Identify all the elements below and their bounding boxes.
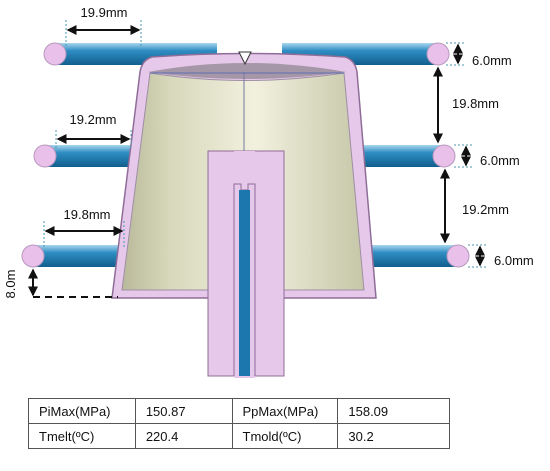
cooling-channel-middle-right: [348, 145, 444, 167]
table-row: Tmelt(ºC) 220.4 Tmold(ºC) 30.2: [28, 423, 450, 449]
dim-label-lower-right-pitch: 19.2mm: [462, 202, 509, 217]
table-cell-label: Tmelt(ºC): [28, 423, 136, 449]
table-cell-value: 158.09: [337, 398, 450, 424]
table-row: PiMax(MPa) 150.87 PpMax(MPa) 158.09: [28, 398, 450, 424]
table-cell-value: 30.2: [337, 423, 450, 449]
cooling-channel-bottom-left: [33, 245, 130, 267]
table-cell-value: 150.87: [134, 398, 233, 424]
table-cell-label: PpMax(MPa): [231, 398, 339, 424]
table-cell-value: 220.4: [134, 423, 233, 449]
mold-cooling-diagram: 19.9mm 19.2mm 19.8mm 8.0m 6.0mm 6.0mm 6.…: [3, 5, 534, 378]
cooling-channels: [21, 42, 470, 268]
sprue-core: [239, 190, 250, 376]
cooling-channel-bottom-right: [360, 245, 458, 267]
dim-label-middle-left: 19.2mm: [70, 112, 117, 127]
gate-marker: [238, 51, 252, 66]
dim-label-upper-right-pitch: 19.8mm: [452, 96, 499, 111]
cooling-channel-end-bottom-right: [446, 244, 470, 268]
part-top-surface: [148, 63, 346, 79]
dim-label-bottom-left: 19.8mm: [64, 207, 111, 222]
table-cell-label: Tmold(ºC): [231, 423, 339, 449]
cooling-channel-end-top-right: [426, 42, 450, 66]
dim-label-top-right-diameter: 6.0mm: [472, 53, 512, 68]
cooling-channel-middle-left: [45, 145, 140, 167]
sprue-insert: [207, 150, 285, 378]
cooling-channel-end-bottom-left: [21, 244, 45, 268]
cooling-channel-end-middle-left: [33, 144, 57, 168]
cooling-channel-end-top-left: [43, 42, 67, 66]
dim-label-bottom-right-diameter: 6.0mm: [494, 253, 534, 268]
table-cell-label: PiMax(MPa): [28, 398, 136, 424]
process-parameter-table: PiMax(MPa) 150.87 PpMax(MPa) 158.09 Tmel…: [28, 398, 450, 449]
dim-label-top-left: 19.9mm: [81, 5, 128, 20]
cooling-channel-end-middle-right: [432, 144, 456, 168]
dimension-annotations: 19.9mm 19.2mm 19.8mm 8.0m 6.0mm 6.0mm 6.…: [3, 5, 534, 298]
dim-label-bottom-offset: 8.0m: [3, 270, 18, 299]
dim-label-middle-right-diameter: 6.0mm: [480, 153, 520, 168]
